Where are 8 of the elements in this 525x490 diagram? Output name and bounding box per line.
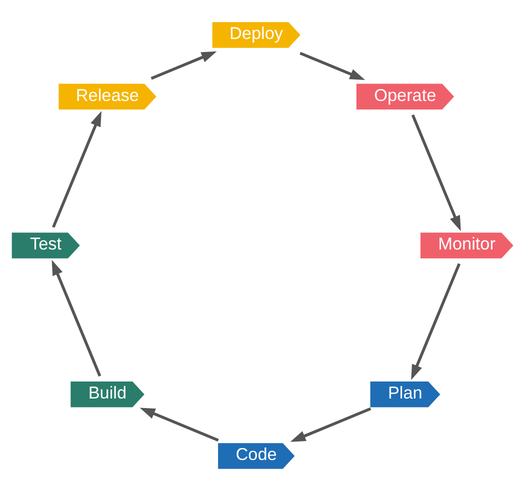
arrow <box>411 262 461 380</box>
arrow <box>290 406 372 442</box>
arrow <box>150 50 217 80</box>
arrow <box>52 110 102 228</box>
arrow <box>52 259 102 376</box>
arrow <box>300 51 366 80</box>
arrow <box>140 407 219 442</box>
arrow <box>411 114 461 231</box>
